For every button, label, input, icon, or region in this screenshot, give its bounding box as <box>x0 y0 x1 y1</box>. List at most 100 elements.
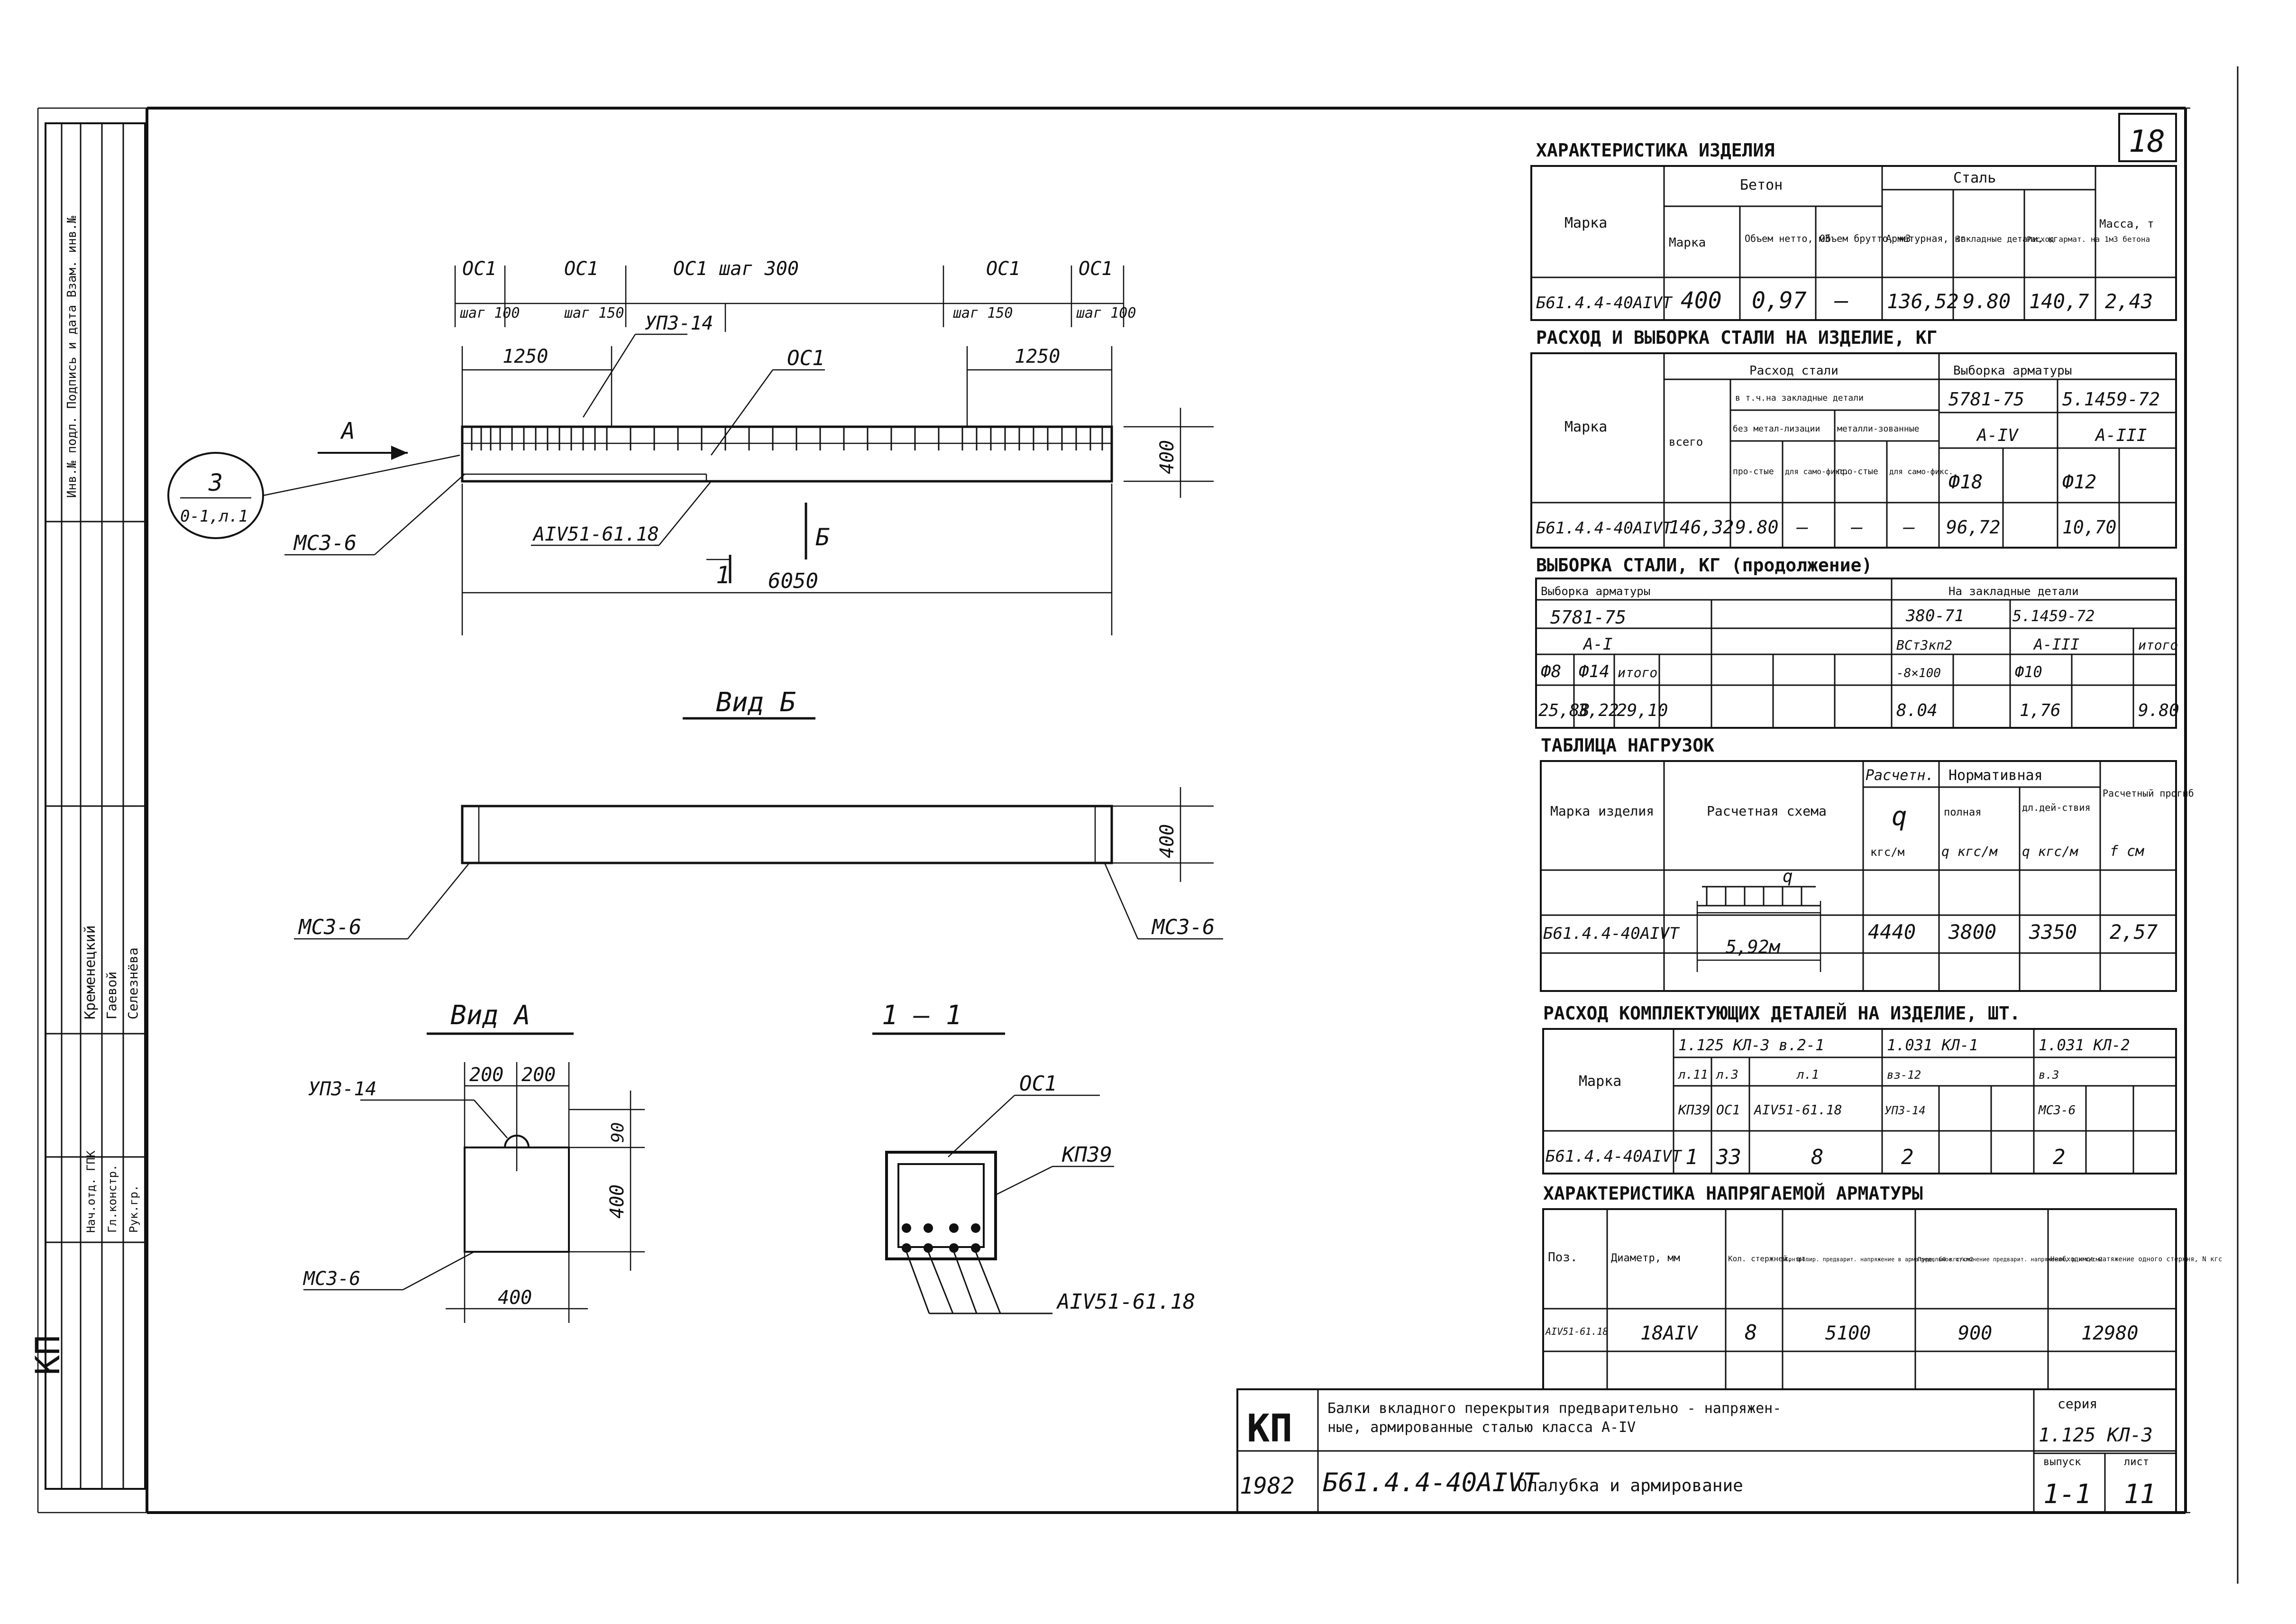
tables-t5-row-3: 8 <box>1811 1145 1824 1169</box>
tables-t5-l2: л.3 <box>1716 1068 1738 1082</box>
aiv-label: АIV51-61.18 <box>532 523 659 545</box>
tables-t2-metall: металли-зованные <box>1837 424 1919 434</box>
tables-t3-row-1: 3,22 <box>1577 701 1619 720</box>
view-a-title: Вид А <box>450 1000 531 1031</box>
tables-t5-row-2: 33 <box>1716 1145 1741 1169</box>
tables-t1-h-zaklad: Закладные детали, кг <box>1956 234 2058 244</box>
title-block: КП 1982 Балки вкладного перекрытия предв… <box>1236 1388 2177 1514</box>
table-characteristics: ХАРАКТЕРИСТИКА ИЗДЕЛИЯ Марка Бетон Сталь… <box>1530 140 2177 321</box>
step-label-2: шаг 150 <box>564 305 624 321</box>
tables-t3-row-3: 8.04 <box>1896 701 1938 720</box>
tables-t3-row-0: 25,88 <box>1538 701 1590 720</box>
sheet-number: 18 <box>2129 124 2165 159</box>
tables-t4-q-norm: q кгс/м <box>1941 844 1998 859</box>
tables-t4-row-1: 4440 <box>1868 920 1916 944</box>
view-b-400: 400 <box>1156 824 1178 858</box>
tables-t1-h-obem-brutto: Объем брутто, м3 <box>1820 233 1911 244</box>
tables-t1-h-massa: Масса, т <box>2099 217 2154 230</box>
dim-1250-left: 1250 <box>503 346 548 367</box>
tables-t6-row-3: 5100 <box>1825 1322 1871 1344</box>
tables-t3-zaklad: На закладные детали <box>1948 585 2079 598</box>
section-1-mark: 1 <box>716 561 730 589</box>
table-components: РАСХОД КОМПЛЕКТУЮЩИХ ДЕТАЛЕЙ НА ИЗДЕЛИЕ,… <box>1542 1003 2177 1174</box>
title-vyp-label: выпуск <box>2043 1456 2081 1468</box>
oc1-dim-2: ОС1 <box>564 258 598 280</box>
dim-400-elev: 400 <box>1156 440 1178 474</box>
section-aiv: АIV51-61.18 <box>1056 1290 1195 1314</box>
section-b-mark: Б <box>815 523 830 551</box>
callout-top: 3 <box>208 469 223 496</box>
title-mark: Б61.4.4-40АIVТ <box>1323 1468 1540 1497</box>
title-seriya-value: 1.125 КЛ-3 <box>2039 1424 2153 1446</box>
tables-t3-gost2: 380-71 <box>1905 606 1964 625</box>
tables-t2-cls1: А-IV <box>1976 426 2019 445</box>
tables-t1-row-7: 2,43 <box>2105 290 2153 313</box>
tables-t4-row-0: Б61.4.4-40АIVТ <box>1543 924 1680 943</box>
tables-t2-vtch: в т.ч.на закладные детали <box>1735 393 1864 403</box>
t3-title: ВЫБОРКА СТАЛИ, КГ (продолжение) <box>1536 555 1872 576</box>
title-list-label: лист <box>2124 1456 2149 1468</box>
stamp-role-1: Нач.отд. ГПК <box>84 1150 98 1233</box>
tables-t5-ser3: 1.031 КЛ-2 <box>2039 1036 2130 1054</box>
section-1-1: 1 — 1 ОС1 КП39 АIV51-61.18 <box>872 1000 1195 1314</box>
tables-t2-d18: Ф18 <box>1948 471 1983 493</box>
up314-label: УП3-14 <box>645 312 713 334</box>
tables-t4-polnaya: полная <box>1944 807 1981 818</box>
t6-title: ХАРАКТЕРИСТИКА НАПРЯГАЕМОЙ АРМАТУРЫ <box>1543 1183 1923 1204</box>
tables-t1-row-2: 0,97 <box>1752 287 1807 314</box>
tables-t6-natyazh: Необходимое натяжение одного стержня, N … <box>2050 1256 2222 1263</box>
tables-t5-ser1: 1.125 КЛ-3 в.2-1 <box>1678 1036 1824 1054</box>
tables-t4-q-dl: q кгс/м <box>2022 844 2078 859</box>
tables-t4-norm: Нормативная <box>1948 767 2043 784</box>
title-desc-2: ные, армированные сталью класса А-IV <box>1327 1419 1636 1436</box>
tables-t4-q-unit: кгс/м <box>1870 845 1904 859</box>
tables-t5-p3: АIV51-61.18 <box>1753 1102 1842 1118</box>
view-a-400h: 400 <box>606 1184 628 1219</box>
tables-t2-vyborka: Выборка арматуры <box>1953 364 2072 378</box>
tables-t4-f: f см <box>2110 843 2144 860</box>
tables-t2-prost2: про-стые <box>1837 467 1878 477</box>
view-b-mc-left: МС3-6 <box>298 915 361 939</box>
tables-t1-row-1: 400 <box>1681 287 1722 314</box>
tables-t4-row-3: 3350 <box>2029 920 2077 944</box>
tables-t1-row-3: — <box>1834 287 1848 314</box>
tables-t5-p4: УП3-14 <box>1884 1104 1926 1117</box>
tables-t3-row-5: 9.80 <box>2138 701 2179 720</box>
t2-row-marka: Б61.4.4-40АIVТ <box>1536 519 1673 538</box>
stamp-role-2: Гл.констр. <box>106 1165 119 1233</box>
tables-t4-row-4: 2,57 <box>2110 920 2158 944</box>
tables-t6-row-5: 12980 <box>2081 1322 2138 1344</box>
tables-t3-prof: -8×100 <box>1896 666 1941 680</box>
title-vyp-value: 1-1 <box>2043 1479 2091 1510</box>
tables-t3-gost3: 5.1459-72 <box>2012 607 2095 625</box>
oc1-dim-3: ОС1 шаг 300 <box>673 258 799 280</box>
stamp-name-1: Кременецкий <box>82 925 99 1019</box>
tables-t6-row-4: 900 <box>1958 1322 1992 1344</box>
oc1-dim-1: ОС1 <box>462 258 496 280</box>
view-b: Вид Б 400 МС3-6 МС3-6 <box>294 687 1223 940</box>
view-b-title: Вид Б <box>716 687 796 718</box>
tables-t5-row-4: 2 <box>1901 1145 1914 1169</box>
tables-t5-marka: Марка <box>1579 1073 1621 1090</box>
tables-t4-dlit: дл.дей-ствия <box>2022 802 2091 813</box>
t4-span: 5,92м <box>1726 936 1781 957</box>
tables-t4-qq: q <box>1783 867 1793 886</box>
tables-t2-row-3: — <box>1796 516 1808 538</box>
view-a-90: 90 <box>608 1122 628 1143</box>
dim-6050: 6050 <box>768 569 818 593</box>
view-a-200b: 200 <box>521 1064 556 1086</box>
tables-t5-p5: МС3-6 <box>2038 1103 2076 1118</box>
tables-t3-row-2: 29,10 <box>1617 701 1668 720</box>
title-year: 1982 <box>1240 1473 1295 1499</box>
tables-t1-row-6: 140,7 <box>2029 290 2089 313</box>
stamp-name-2: Гаевой <box>104 972 119 1019</box>
tables-t1-h-armatura: Арматурная, кг <box>1886 233 1966 244</box>
tables-t5-row-5: 2 <box>2053 1145 2066 1169</box>
tables-t1-stal: Сталь <box>1953 170 1996 186</box>
table-steel-consumption: РАСХОД И ВЫБОРКА СТАЛИ НА ИЗДЕЛИЕ, КГ Ма… <box>1530 327 2177 549</box>
tables-t4-progib: Расчетный прогиб <box>2103 788 2194 799</box>
section-kp39: КП39 <box>1061 1143 1112 1167</box>
tables-t6-otkl: Предельное отклонение предварит. напряже… <box>1918 1256 2103 1263</box>
sheet-number-box <box>2118 113 2177 162</box>
tables-t2-row-5: — <box>1903 516 1915 538</box>
